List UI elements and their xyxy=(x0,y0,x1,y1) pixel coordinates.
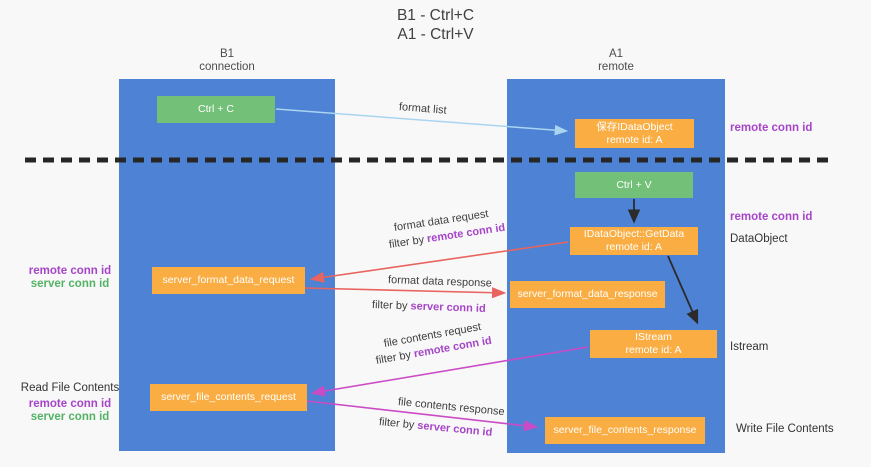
format-list-label: format list xyxy=(398,101,448,117)
annotation-server-conn-id-left1: server conn id xyxy=(30,278,110,290)
lifeline-b1-name: B1 xyxy=(219,48,235,60)
node-ctrl-v-label: Ctrl + V xyxy=(616,178,652,191)
node-server-format-data-request: server_format_data_request xyxy=(152,267,305,294)
filter-by-text: filter by xyxy=(374,348,415,367)
node-server-file-contents-request: server_file_contents_request xyxy=(150,384,307,411)
filter-by-text: filter by xyxy=(388,233,428,251)
node-getdata: IDataObject::GetData remote id: A xyxy=(570,227,698,255)
node-getdata-line1: IDataObject::GetData xyxy=(583,228,685,240)
node-server-format-data-response: server_format_data_response xyxy=(510,281,665,308)
node-save-idataobject-line2: remote id: A xyxy=(606,133,663,146)
file-contents-response-filter-label: filter by server conn id xyxy=(378,416,492,439)
annotation-write-file-contents: Write File Contents xyxy=(736,423,834,435)
node-server-format-data-response-label: server_format_data_response xyxy=(517,288,658,300)
node-server-format-data-request-label: server_format_data_request xyxy=(162,274,295,286)
annotation-remote-conn-id-mid: remote conn id xyxy=(730,211,813,223)
annotation-remote-conn-id-top: remote conn id xyxy=(730,122,813,134)
annotation-remote-conn-id-left1: remote conn id xyxy=(28,265,112,277)
annotation-istream: Istream xyxy=(730,341,769,353)
node-server-file-contents-request-label: server_file_contents_request xyxy=(161,391,296,403)
format-data-response-filter-label: filter by server conn id xyxy=(372,299,486,315)
node-ctrl-v: Ctrl + V xyxy=(575,172,693,198)
node-server-file-contents-response: server_file_contents_response xyxy=(545,417,705,444)
lifeline-a1-name: A1 xyxy=(608,48,624,60)
annotation-dataobject: DataObject xyxy=(730,233,788,245)
node-istream-line1: IStream xyxy=(635,331,672,343)
annotation-conn-ids-file: remote conn id server conn id xyxy=(18,398,122,424)
node-save-idataobject: 保存IDataObject remote id: A xyxy=(575,119,694,148)
title-line-1: B1 - Ctrl+C xyxy=(396,7,475,24)
server-conn-id-key: server conn id xyxy=(416,419,493,439)
node-istream-line2: remote id: A xyxy=(625,344,682,356)
node-ctrl-c-label: Ctrl + C xyxy=(198,103,234,115)
server-conn-id-key: server conn id xyxy=(410,300,486,315)
annotation-server-conn-id-left2: server conn id xyxy=(30,411,110,423)
format-data-response-label: format data response xyxy=(387,274,493,290)
node-save-idataobject-line1: 保存IDataObject xyxy=(596,120,673,133)
diagram-title: B1 - Ctrl+C A1 - Ctrl+V xyxy=(0,6,871,44)
lifeline-header-a1: A1 remote xyxy=(507,48,725,74)
title-line-2: A1 - Ctrl+V xyxy=(397,26,474,43)
node-istream: IStream remote id: A xyxy=(590,330,717,358)
lifeline-header-b1: B1 connection xyxy=(119,48,335,74)
annotation-read-file-label: Read File Contents xyxy=(20,382,120,394)
annotation-remote-conn-id-left2: remote conn id xyxy=(28,398,112,410)
node-getdata-line2: remote id: A xyxy=(605,241,662,253)
file-contents-response-label: file contents response xyxy=(397,396,506,419)
node-server-file-contents-response-label: server_file_contents_response xyxy=(553,424,697,436)
lifeline-a1-subtitle: remote xyxy=(598,61,634,73)
filter-by-text: filter by xyxy=(378,416,418,432)
annotation-conn-ids-format: remote conn id server conn id xyxy=(18,265,122,291)
filter-by-text: filter by xyxy=(371,299,411,313)
lifeline-b1-subtitle: connection xyxy=(199,61,255,73)
node-ctrl-c: Ctrl + C xyxy=(157,96,275,123)
annotation-read-file-contents: Read File Contents xyxy=(18,382,122,395)
